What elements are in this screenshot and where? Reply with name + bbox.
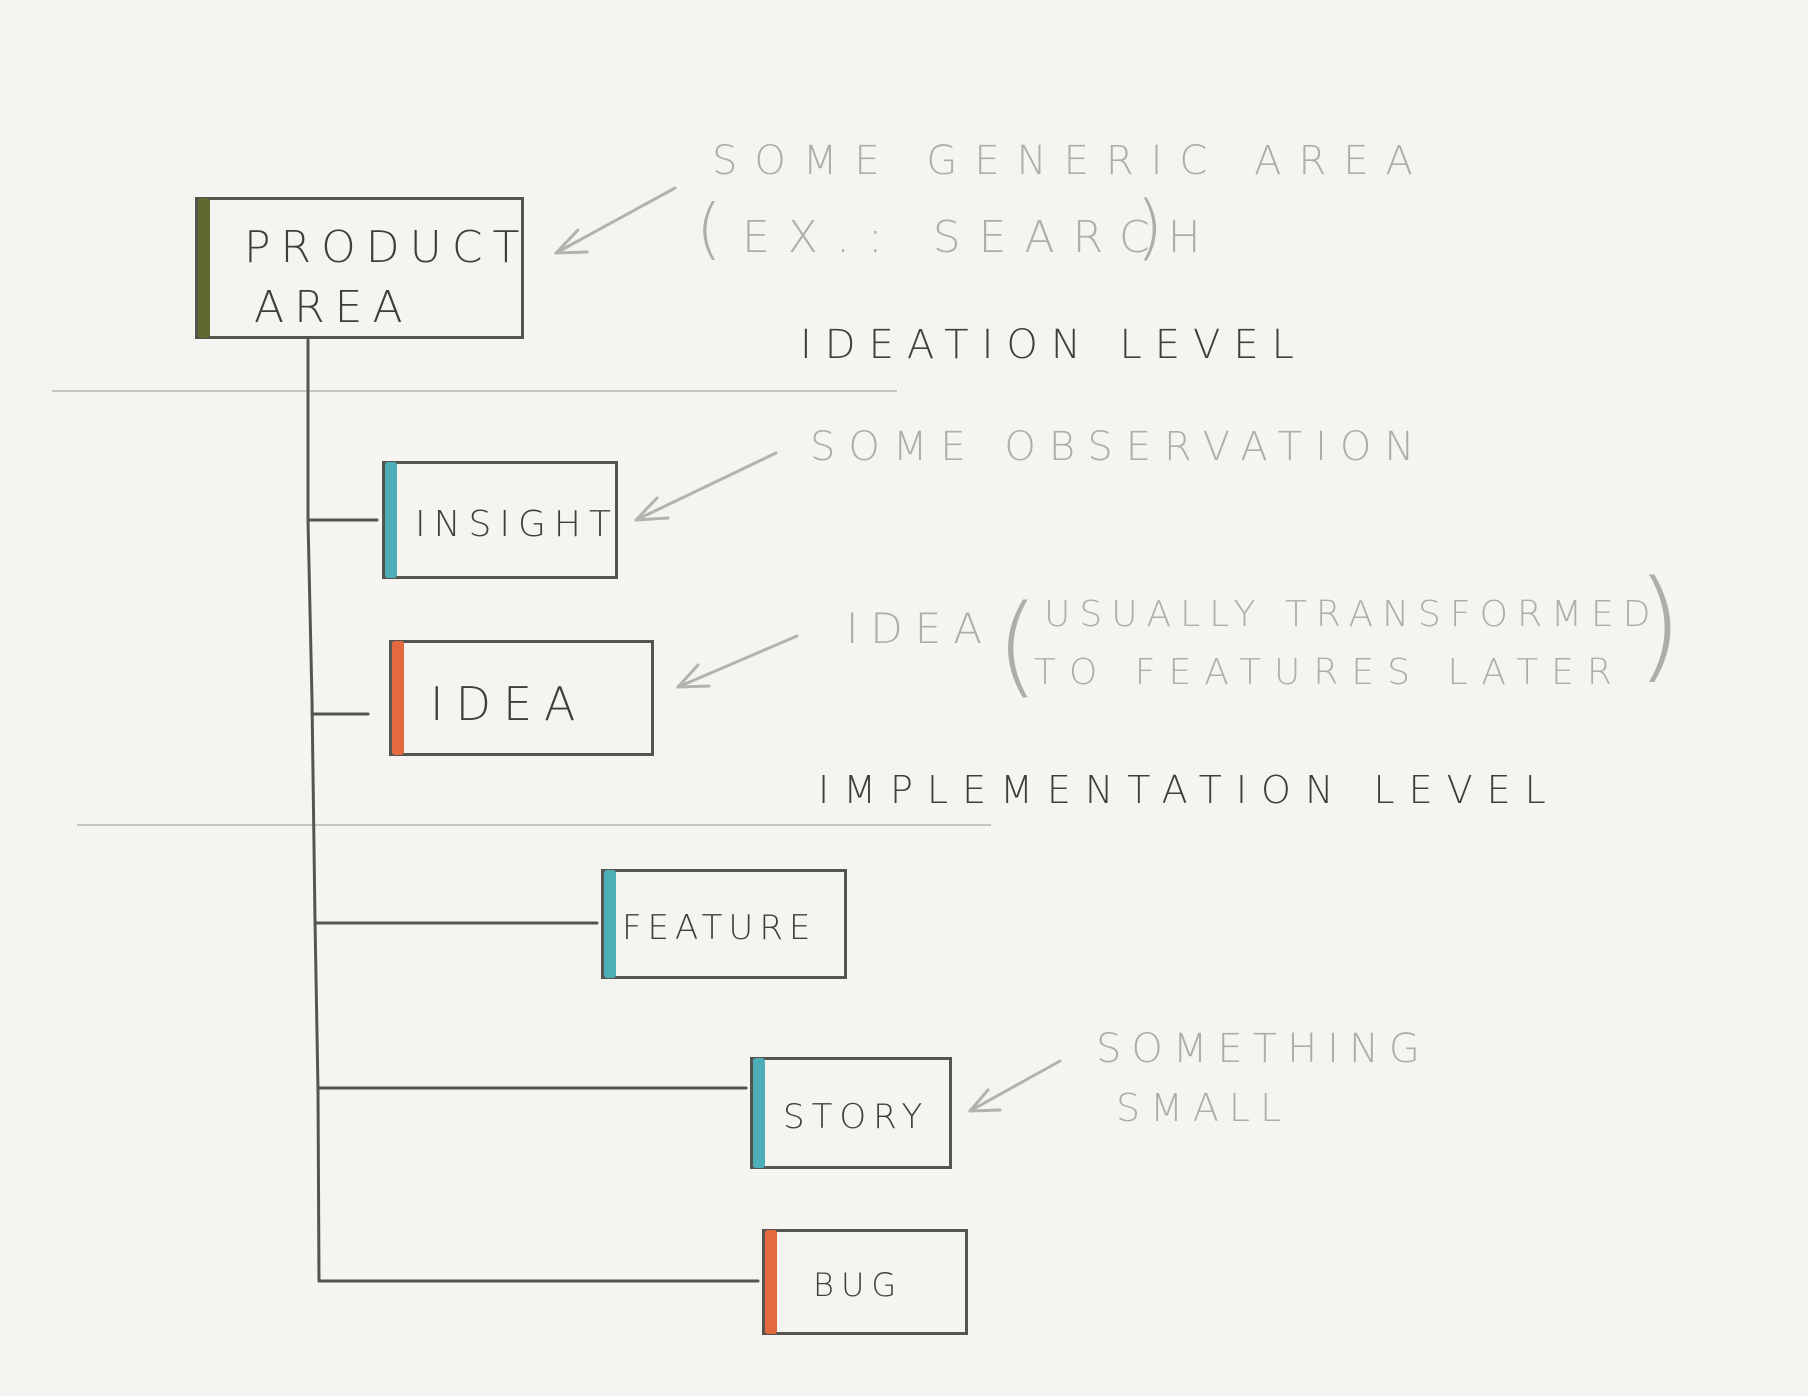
product-area-label-line1: PRODUCT [244,222,530,273]
product-area-arrow [554,186,677,255]
idea-note-open-paren: ( [996,581,1039,709]
story-note-line1: SOMETHING [1096,1026,1430,1072]
ideation-level-label: IDEATION LEVEL [800,322,1307,368]
implementation-level-label: IMPLEMENTATION LEVEL [818,768,1560,812]
idea-label: IDEA [430,677,588,731]
story-node: STORY [750,1057,952,1169]
trunk-connector [306,338,321,1283]
product-area-accent [198,198,210,338]
story-arrow [968,1059,1062,1113]
idea-note-prefix: IDEA [846,604,994,653]
bug-accent [765,1230,777,1334]
story-accent [753,1058,765,1168]
idea-note-line2: TO FEATURES LATER [1034,652,1625,693]
insight-accent [385,462,397,578]
product-area-note-open-paren: ( [696,190,722,267]
insight-label: INSIGHT [415,504,619,545]
idea-node: IDEA [389,640,654,756]
idea-note-line1: USUALLY TRANSFORMED [1044,594,1660,635]
bug-node: BUG [762,1229,968,1335]
product-area-note-line1: SOME GENERIC AREA [712,138,1430,184]
product-area-node: PRODUCT AREA [195,197,524,339]
insight-arrow [634,451,778,522]
bug-label: BUG [813,1266,904,1304]
idea-arrow [676,634,799,689]
idea-accent [392,641,404,755]
feature-node: FEATURE [601,869,847,979]
product-area-note-line2: EX.: SEARCH [742,212,1219,263]
feature-accent [604,870,616,978]
product-area-note-close-paren: ) [1136,186,1164,268]
insight-node: INSIGHT [382,461,618,579]
product-area-label-line2: AREA [254,282,413,333]
insight-note: SOME OBSERVATION [810,424,1428,470]
feature-label: FEATURE [622,908,817,948]
idea-note-close-paren: ) [1636,556,1683,695]
story-note-line2: SMALL [1116,1086,1292,1130]
story-label: STORY [783,1097,930,1137]
